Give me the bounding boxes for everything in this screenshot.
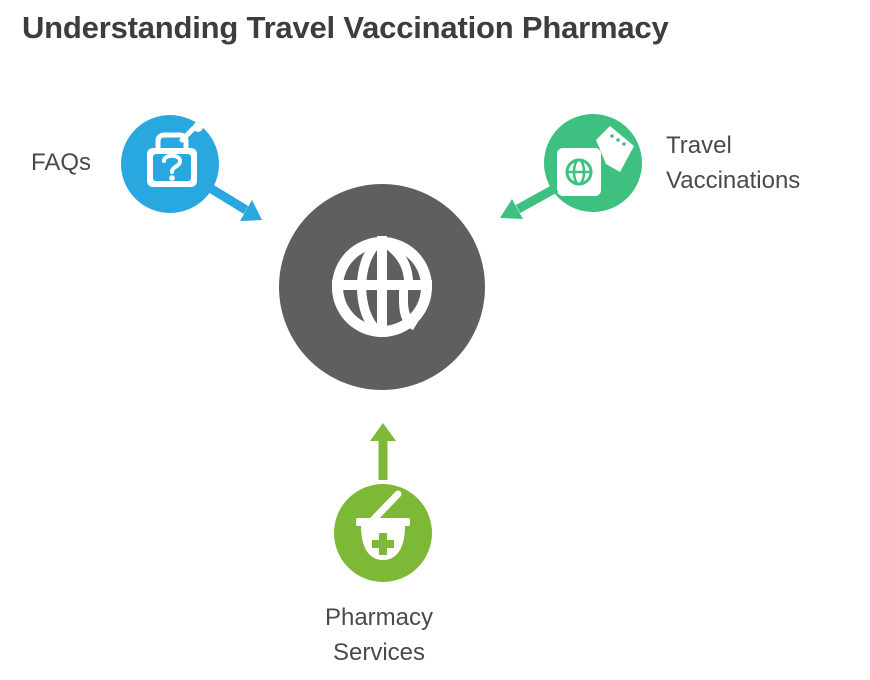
travel-arrow <box>500 184 559 219</box>
suitcase-question-icon <box>147 122 203 187</box>
faqs-label: FAQs <box>31 149 92 176</box>
page-title: Understanding Travel Vaccination Pharmac… <box>22 10 669 45</box>
travel-node <box>500 114 642 219</box>
faqs-node <box>121 115 262 221</box>
travel-label-line-1: Travel <box>666 132 732 159</box>
faqs-arrow <box>207 184 262 221</box>
mortar-cross-icon <box>356 490 410 560</box>
pharmacy-label-line-1: Pharmacy <box>324 604 434 631</box>
travel-label-line-2: Vaccinations <box>666 167 801 194</box>
passport-ticket-icon <box>557 126 634 196</box>
pharmacy-node <box>334 423 432 582</box>
travel-vaccinations-label: Travel Vaccinations <box>666 128 800 198</box>
pharmacy-label-line-2: Services <box>332 639 426 666</box>
pharmacy-arrow <box>370 423 396 480</box>
center-node <box>279 184 485 390</box>
globe-icon <box>331 236 432 337</box>
pharmacy-services-label: Pharmacy Services <box>280 600 478 670</box>
